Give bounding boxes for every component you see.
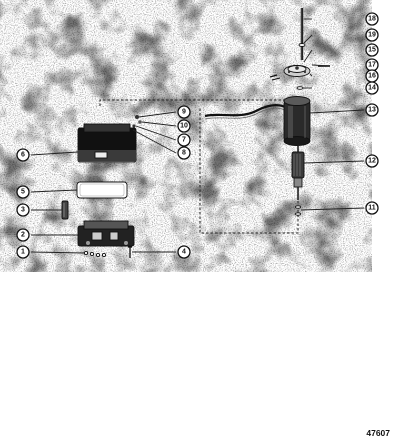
callout-13: 13 [365, 103, 379, 117]
callout-7: 7 [177, 133, 191, 147]
svg-text:18: 18 [368, 16, 376, 23]
part-6-relay-housing [77, 123, 137, 163]
svg-text:2: 2 [21, 232, 25, 239]
svg-text:1: 1 [21, 249, 25, 256]
callouts: 18 19 15 17 16 14 13 12 11 9 10 7 8 6 5 … [16, 12, 379, 259]
callout-9: 9 [177, 105, 191, 119]
svg-text:15: 15 [368, 47, 376, 54]
part-12-armature [291, 146, 305, 200]
part-15-cap-bracket [283, 65, 311, 77]
svg-text:9: 9 [182, 109, 186, 116]
part-13-field-frame [204, 96, 311, 146]
callout-18: 18 [365, 12, 379, 26]
leader-lines [30, 18, 365, 254]
svg-text:5: 5 [21, 189, 25, 196]
svg-text:14: 14 [368, 85, 376, 92]
part-5-gasket [76, 181, 128, 199]
svg-text:6: 6 [21, 152, 25, 159]
callout-10: 10 [177, 119, 191, 133]
part-3-cylinder [61, 200, 69, 220]
svg-text:7: 7 [182, 137, 186, 144]
callout-15: 15 [365, 43, 379, 57]
svg-text:10: 10 [180, 123, 188, 130]
callout-1: 1 [16, 245, 30, 259]
part-1-washers [83, 250, 107, 258]
svg-text:3: 3 [21, 207, 25, 214]
callout-14: 14 [365, 81, 379, 95]
part-19-washer [298, 43, 306, 47]
callout-5: 5 [16, 185, 30, 199]
callout-19: 19 [365, 28, 379, 42]
callout-8: 8 [177, 146, 191, 160]
svg-text:12: 12 [368, 158, 376, 165]
svg-text:16: 16 [368, 73, 376, 80]
svg-text:17: 17 [368, 62, 376, 69]
svg-text:11: 11 [368, 205, 376, 212]
callout-12: 12 [365, 154, 379, 168]
svg-text:4: 4 [182, 249, 186, 256]
part-4-screw [128, 246, 132, 258]
callout-4: 4 [177, 245, 191, 259]
callout-6: 6 [16, 148, 30, 162]
callout-11: 11 [365, 201, 379, 215]
svg-text:13: 13 [368, 107, 376, 114]
callout-3: 3 [16, 203, 30, 217]
svg-text:19: 19 [368, 32, 376, 39]
svg-text:8: 8 [182, 150, 186, 157]
part-11-washers [295, 205, 301, 216]
callout-17: 17 [365, 58, 379, 72]
part-18-rod [300, 8, 304, 60]
part-2-base-housing [77, 220, 135, 247]
callout-2: 2 [16, 228, 30, 242]
part-14-washer [296, 86, 304, 90]
callout-16: 16 [365, 69, 379, 83]
figure-number: 47607 [366, 428, 390, 438]
part-16-terminal [269, 74, 281, 81]
